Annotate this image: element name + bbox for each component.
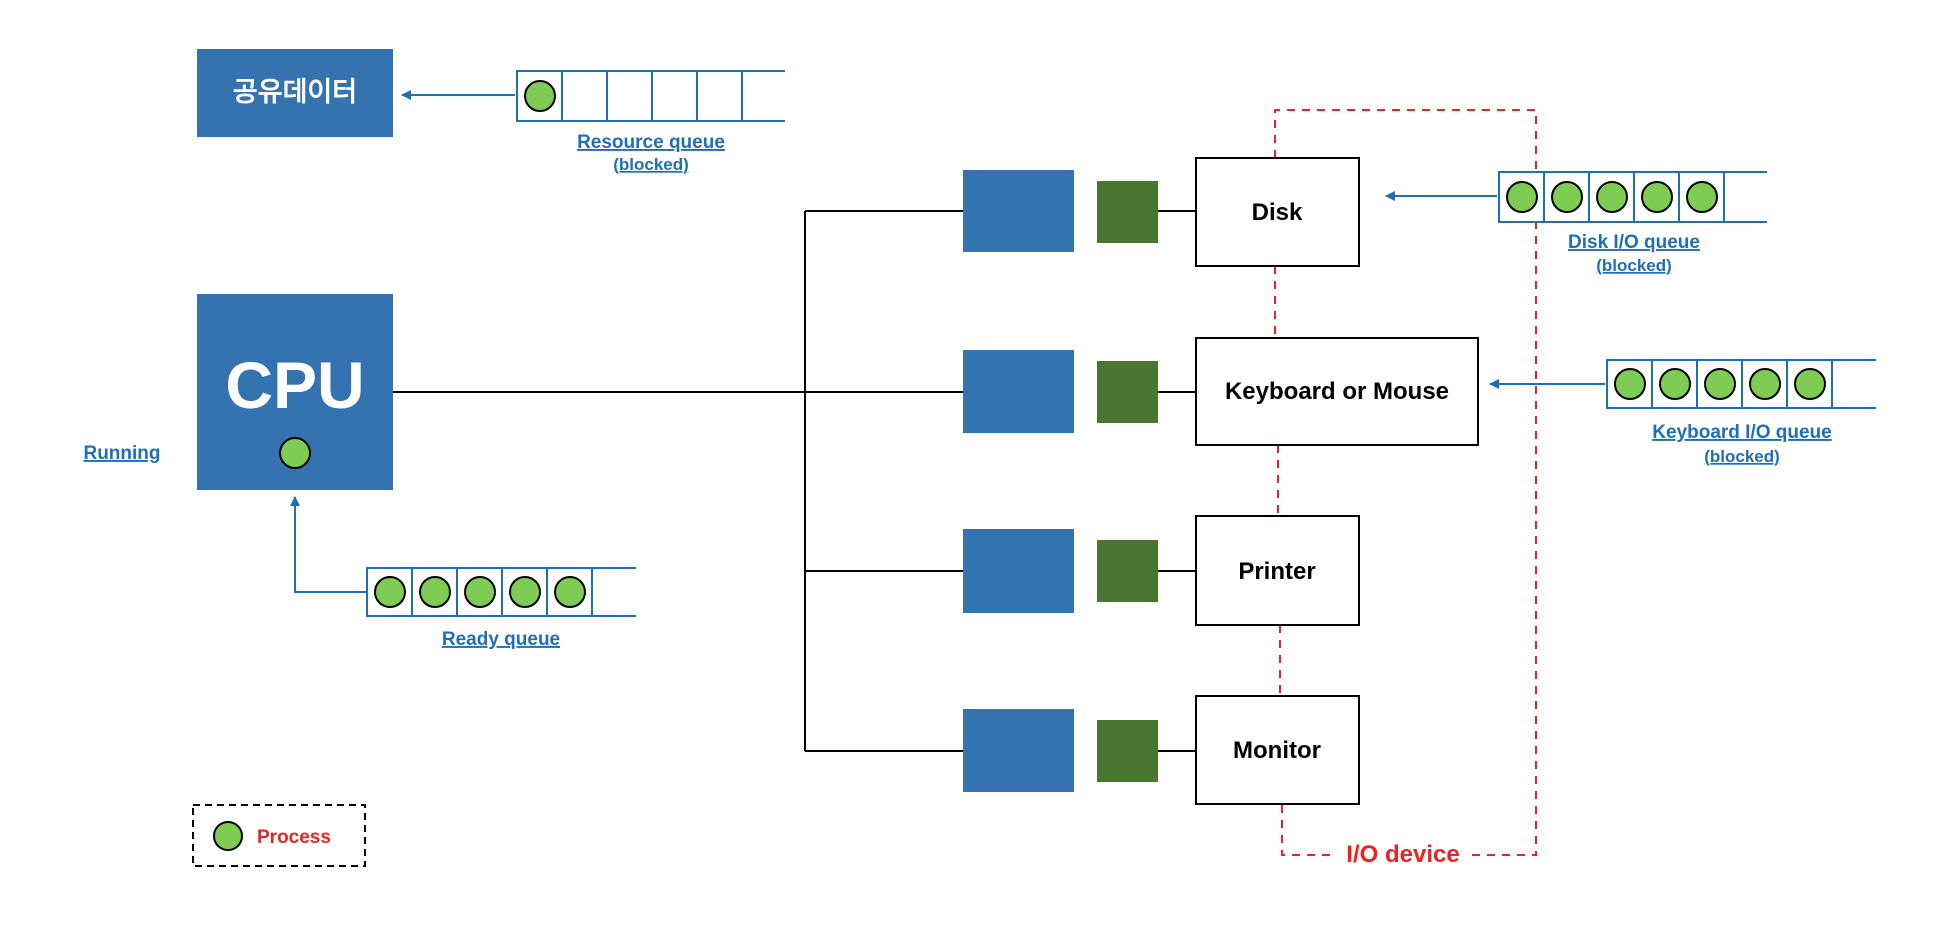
device-label: Monitor [1233, 737, 1321, 764]
device-label: Keyboard or Mouse [1225, 378, 1449, 405]
cpu-label: CPU [225, 348, 364, 422]
controller-disk [963, 170, 1158, 252]
process-dot [374, 576, 406, 608]
process-dot [1704, 368, 1736, 400]
resource-queue: Resource queue (blocked) [516, 70, 785, 174]
process-dot [1686, 181, 1718, 213]
process-dot [1551, 181, 1583, 213]
io-device-boundary: I/O device [1274, 109, 1537, 868]
controller-printer [963, 529, 1158, 613]
device-disk: Disk [1195, 157, 1360, 267]
device-printer: Printer [1195, 515, 1360, 626]
disk-io-queue: Disk I/O queue (blocked) [1498, 171, 1767, 275]
process-dot [1794, 368, 1826, 400]
controller-keyboard [963, 350, 1158, 433]
device-monitor: Monitor [1195, 695, 1360, 805]
device-label: Disk [1252, 199, 1303, 226]
process-dot [1749, 368, 1781, 400]
device-label: Printer [1238, 558, 1315, 585]
device-keyboard-mouse: Keyboard or Mouse [1195, 337, 1479, 446]
process-dot [1596, 181, 1628, 213]
resource-queue-label[interactable]: Resource queue [577, 132, 725, 153]
ready-queue-label[interactable]: Ready queue [442, 629, 560, 650]
io-device-label: I/O device [1346, 841, 1459, 868]
ready-queue: Ready queue [366, 567, 636, 650]
process-dot [419, 576, 451, 608]
disk-queue-sublabel[interactable]: (blocked) [1596, 256, 1672, 275]
resource-queue-sublabel[interactable]: (blocked) [613, 155, 689, 174]
keyboard-queue-label[interactable]: Keyboard I/O queue [1652, 422, 1831, 443]
shared-data-label: 공유데이터 [233, 77, 357, 107]
legend-process-label: Process [257, 827, 331, 848]
keyboard-io-queue: Keyboard I/O queue (blocked) [1606, 359, 1876, 466]
process-dot [1659, 368, 1691, 400]
process-dot [509, 576, 541, 608]
system-bus [393, 210, 1196, 752]
process-dot [1614, 368, 1646, 400]
process-dot [554, 576, 586, 608]
process-dot [1506, 181, 1538, 213]
running-label[interactable]: Running [83, 443, 160, 464]
legend-process-dot [213, 821, 243, 851]
controller-monitor [963, 709, 1158, 792]
keyboard-queue-sublabel[interactable]: (blocked) [1704, 447, 1780, 466]
shared-data-box: 공유데이터 [197, 49, 393, 137]
cpu-box: CPU [197, 294, 393, 490]
process-dot [524, 80, 556, 112]
process-dot [1641, 181, 1673, 213]
running-process-dot [279, 437, 311, 469]
ready-queue-arrow [290, 496, 367, 593]
disk-queue-label[interactable]: Disk I/O queue [1568, 232, 1700, 253]
legend: Process [192, 804, 366, 867]
process-dot [464, 576, 496, 608]
